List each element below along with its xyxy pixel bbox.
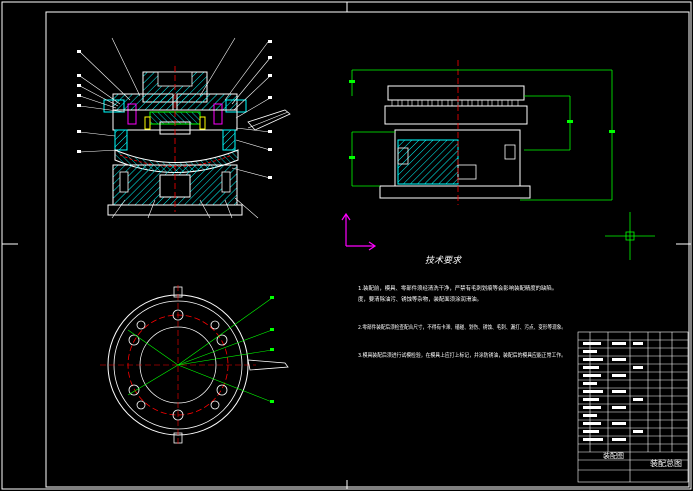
crosshair-cursor-icon[interactable] [605, 212, 655, 260]
title-block-entries [583, 342, 643, 441]
upper-plate-left [112, 93, 174, 111]
front-section-view [77, 37, 291, 219]
plan-view-leaders [127, 297, 273, 403]
side-view-rib-slots [391, 99, 519, 107]
bolt-holes [128, 309, 228, 421]
drawing-title: 装配总图 [650, 458, 682, 468]
note-line-4: 3.模具装配后须进行试模检验，在模具上应打上标记，并涂防锈油，装配后的模具应能正… [358, 351, 566, 359]
drawing-number: 装配图 [603, 451, 624, 460]
note-line-1: 1.装配前，模具、零部件须经清洗干净，严禁有毛刺划痕等会影响装配精度的缺陷。 [358, 284, 557, 292]
side-elevation-view [349, 60, 615, 205]
notes-title: 技术要求 [425, 255, 462, 266]
note-line-3: 2.零部件装配后须检查配合尺寸，不得有卡滞、磕碰、划伤、锈蚀、毛刺、漏打、污点、… [358, 323, 566, 331]
ucs-axis-icon [341, 212, 377, 251]
side-view-hatched-block [397, 139, 459, 185]
note-line-2: 度，要清除油污、锈蚀等杂物，装配面须涂润滑油。 [358, 295, 482, 303]
plan-view [100, 285, 289, 446]
side-view-dimension-lines [351, 69, 613, 201]
